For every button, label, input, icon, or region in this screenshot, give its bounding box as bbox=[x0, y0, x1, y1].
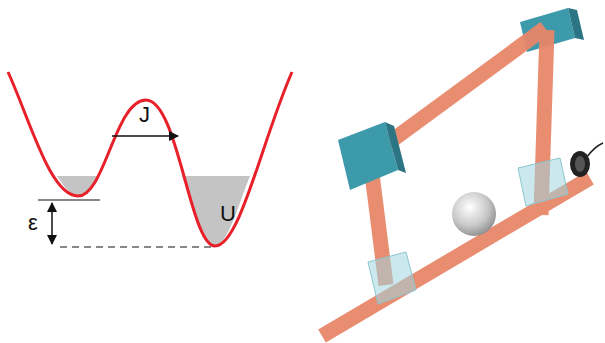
particle bbox=[452, 192, 496, 236]
coupling-label: J bbox=[139, 104, 150, 126]
ring-cavity bbox=[322, 8, 603, 336]
beams bbox=[322, 28, 590, 336]
tunnel-arrow bbox=[112, 135, 178, 137]
detector bbox=[570, 151, 590, 177]
beam-splitter-left bbox=[368, 252, 416, 304]
double-well bbox=[8, 72, 292, 247]
interaction-label: U bbox=[220, 203, 236, 225]
beam-splitter-right bbox=[518, 158, 568, 206]
detuning-label: ε bbox=[28, 212, 38, 234]
potential-curve bbox=[8, 72, 292, 246]
level-line bbox=[38, 199, 100, 200]
dashed-level bbox=[60, 246, 212, 247]
right-well-fill bbox=[182, 176, 250, 246]
epsilon-arrow bbox=[51, 203, 53, 244]
